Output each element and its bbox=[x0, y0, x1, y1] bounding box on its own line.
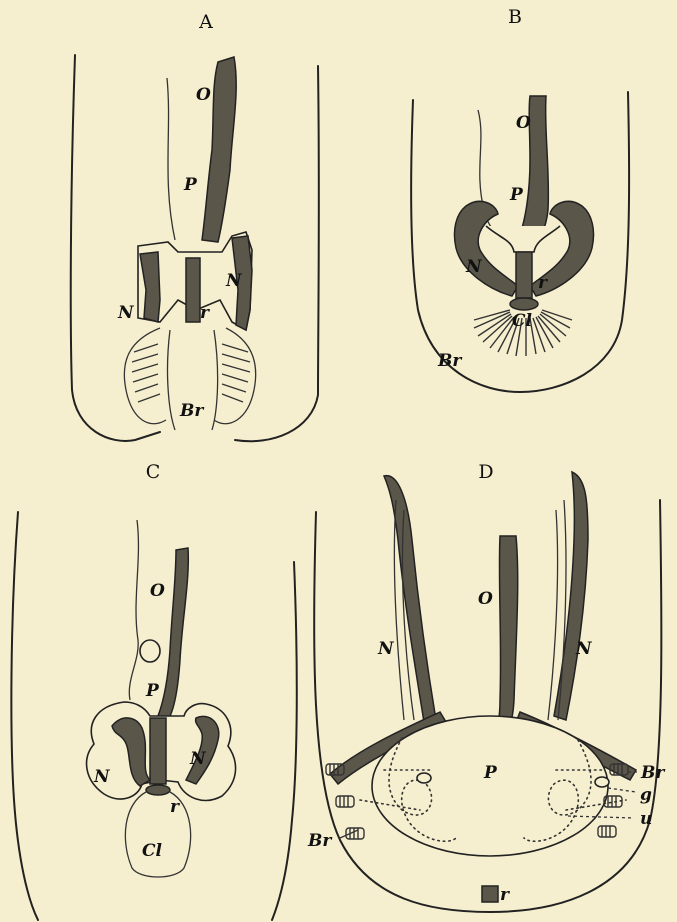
panel-d-label-n-left: N bbox=[377, 639, 395, 659]
panel-d-label-r: r bbox=[500, 885, 510, 905]
panel-b-label-br: Br bbox=[437, 351, 462, 371]
panel-d: D O N N P Br g bbox=[307, 461, 665, 912]
panel-a: A O P N N r Br bbox=[71, 11, 319, 441]
panel-a-label-p: P bbox=[183, 175, 198, 195]
panel-a-rectum bbox=[186, 258, 200, 322]
panel-c-label-n-left: N bbox=[93, 767, 111, 787]
panel-c-anus bbox=[146, 785, 170, 795]
panel-c-label-p: P bbox=[145, 681, 160, 701]
panel-d-pharynx-sac bbox=[372, 716, 608, 856]
panel-a-label-br: Br bbox=[179, 401, 204, 421]
panel-c-label-o: O bbox=[150, 581, 165, 601]
panel-d-leader-g bbox=[608, 788, 636, 792]
panel-a-gill-lamellae-left bbox=[132, 344, 160, 402]
panel-d-title: D bbox=[478, 461, 493, 483]
panel-b-label-p: P bbox=[509, 185, 524, 205]
panel-d-label-p: P bbox=[483, 763, 498, 783]
panel-b-rectum bbox=[516, 252, 532, 298]
panel-a-label-n-left: N bbox=[117, 303, 135, 323]
panel-d-rectum-stub bbox=[482, 886, 498, 902]
panel-d-label-br-left: Br bbox=[307, 831, 332, 851]
panel-a-label-o: O bbox=[196, 85, 211, 105]
panel-b-label-o: O bbox=[516, 113, 531, 133]
panel-b-label-n: N bbox=[465, 257, 483, 277]
panel-a-pharynx-left bbox=[167, 78, 175, 240]
panel-a-label-r: r bbox=[200, 303, 210, 323]
panel-b-nephridium-left bbox=[454, 201, 518, 296]
panel-d-label-o: O bbox=[478, 589, 493, 609]
panel-c-pharynx-left bbox=[129, 520, 138, 700]
panel-a-label-n-right: N bbox=[225, 271, 243, 291]
panel-d-gonopore-right bbox=[595, 777, 609, 787]
panel-a-gill-left-outline bbox=[124, 328, 166, 424]
panel-d-leader-br-left bbox=[340, 830, 358, 838]
panel-b: B O P N r Cl Br bbox=[411, 6, 629, 392]
panel-c-rectum bbox=[150, 718, 166, 784]
panel-b-inner-chamber bbox=[486, 226, 560, 252]
panel-d-label-u: u bbox=[640, 809, 652, 829]
panel-c-body-right-outline bbox=[272, 562, 297, 920]
panel-c: C O P N N r Cl bbox=[11, 461, 296, 920]
panel-c-label-cl: Cl bbox=[142, 841, 163, 861]
panel-c-label-n-right: N bbox=[189, 749, 207, 769]
panel-b-label-r: r bbox=[538, 273, 548, 293]
panel-a-title: A bbox=[198, 11, 213, 33]
panel-c-oesophagus bbox=[158, 548, 188, 720]
panel-d-label-g: g bbox=[640, 785, 652, 805]
panel-d-nephridium-right-tube bbox=[554, 472, 588, 720]
panel-d-gonopore-left bbox=[417, 773, 431, 783]
panel-a-gill-lamellae-right bbox=[222, 344, 250, 402]
panel-d-label-n-right: N bbox=[575, 639, 593, 659]
panel-c-title: C bbox=[146, 461, 161, 483]
panel-c-vesicle bbox=[140, 640, 160, 662]
panel-a-gill-right-outline bbox=[214, 328, 256, 424]
panel-b-label-cl: Cl bbox=[512, 311, 533, 331]
panel-d-label-br-right: Br bbox=[640, 763, 665, 783]
panel-c-body-left-outline bbox=[11, 512, 38, 920]
panel-c-cloaca-outline bbox=[125, 792, 190, 877]
panel-b-cloaca bbox=[510, 298, 538, 310]
panel-c-label-r: r bbox=[170, 797, 180, 817]
panel-b-title: B bbox=[508, 6, 522, 28]
